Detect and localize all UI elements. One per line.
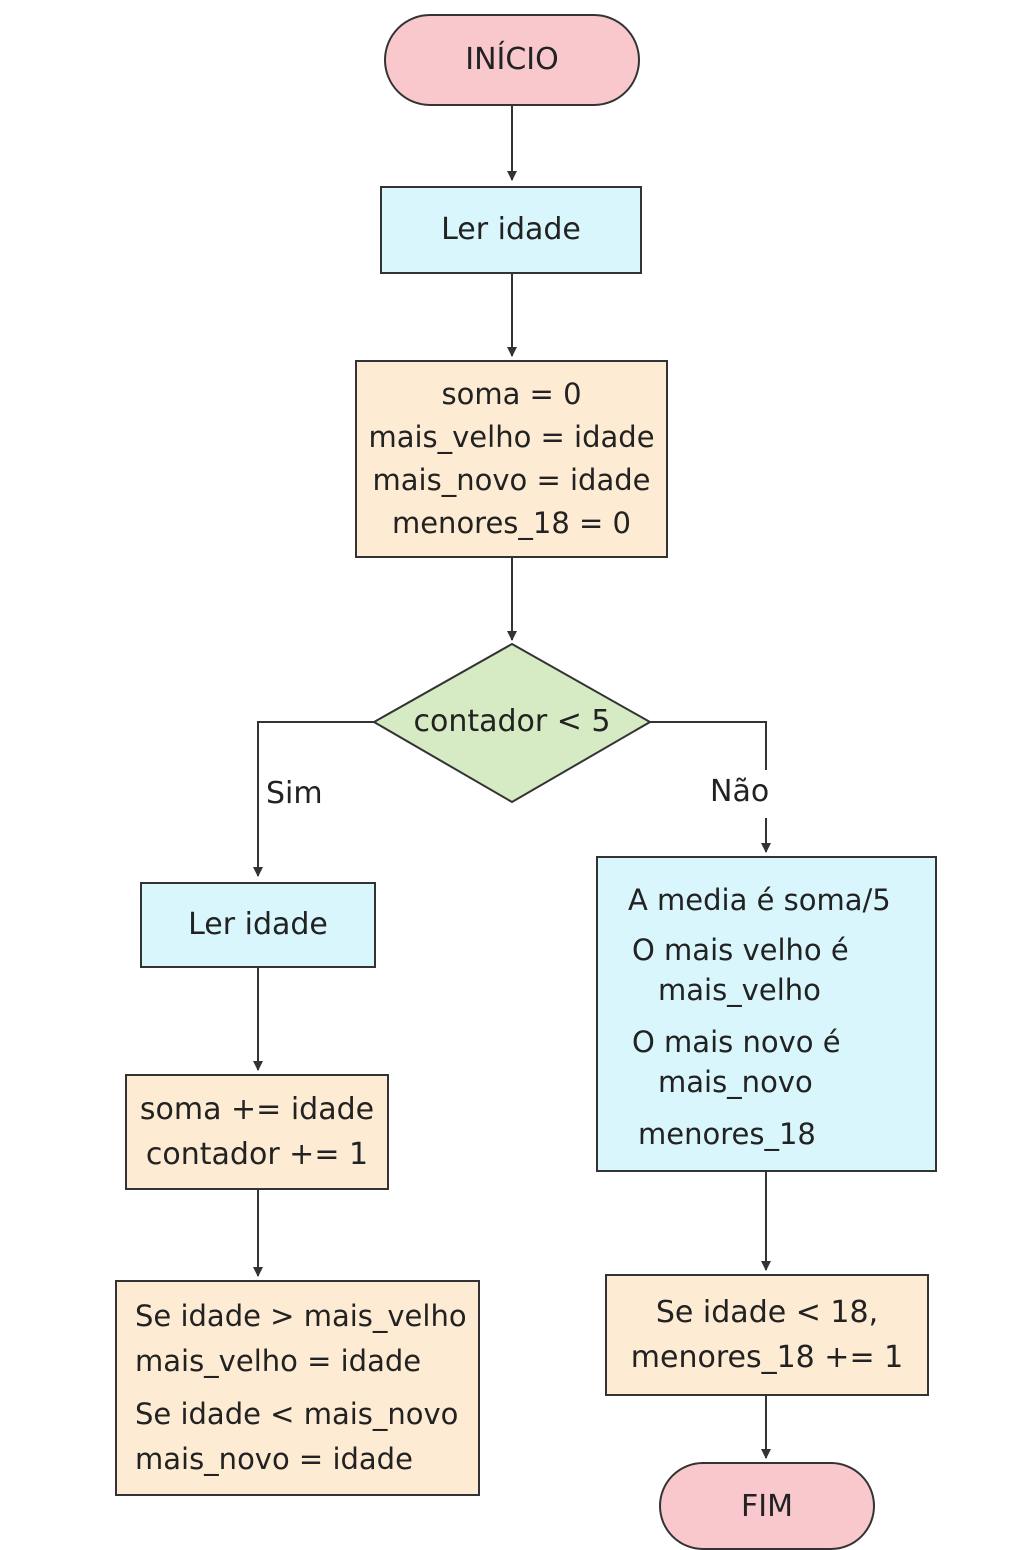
start-terminator: INÍCIO xyxy=(384,14,640,106)
start-label: INÍCIO xyxy=(465,42,559,77)
init-variables-box: soma = 0 mais_velho = idade mais_novo = … xyxy=(355,360,668,558)
output-line-6: menores_18 xyxy=(638,1117,816,1151)
under-18-line-1: Se idade < 18, xyxy=(655,1295,879,1330)
output-line-1: A media é soma/5 xyxy=(628,883,891,917)
under-18-box: Se idade < 18, menores_18 += 1 xyxy=(605,1274,929,1396)
branch-label-sim: Sim xyxy=(266,776,323,811)
input-read-age-box: Ler idade xyxy=(380,186,642,274)
decision-diamond xyxy=(371,642,653,804)
compare-age-box: Se idade > mais_velho mais_velho = idade… xyxy=(115,1280,480,1496)
init-line-3: mais_novo = idade xyxy=(372,463,651,497)
init-line-4: menores_18 = 0 xyxy=(391,506,632,540)
sum-line-2: contador += 1 xyxy=(145,1137,369,1172)
end-terminator: FIM xyxy=(659,1462,875,1550)
output-line-5: mais_novo xyxy=(658,1065,813,1099)
compare-line-4: mais_novo = idade xyxy=(135,1442,413,1476)
loop-read-age-box: Ler idade xyxy=(140,882,376,968)
loop-read-age-label: Ler idade xyxy=(188,907,328,942)
sum-update-box: soma += idade contador += 1 xyxy=(125,1074,389,1190)
input-read-age-label: Ler idade xyxy=(441,212,581,247)
compare-line-2: mais_velho = idade xyxy=(135,1344,422,1378)
init-line-1: soma = 0 xyxy=(441,377,582,411)
decision-label: contador < 5 xyxy=(413,704,611,739)
under-18-line-2: menores_18 += 1 xyxy=(630,1340,904,1375)
output-line-2: O mais velho é xyxy=(632,933,849,967)
sum-line-1: soma += idade xyxy=(139,1092,375,1127)
output-line-3: mais_velho xyxy=(658,973,821,1007)
compare-line-1: Se idade > mais_velho xyxy=(135,1299,467,1333)
arrow-sim-branch xyxy=(253,721,374,877)
arrow-nao-branch xyxy=(650,721,767,770)
output-line-4: O mais novo é xyxy=(632,1025,841,1059)
init-line-2: mais_velho = idade xyxy=(368,420,655,454)
branch-label-nao: Não xyxy=(710,774,770,809)
compare-line-3: Se idade < mais_novo xyxy=(135,1397,459,1431)
end-label: FIM xyxy=(741,1489,793,1524)
output-box: A media é soma/5 O mais velho é mais_vel… xyxy=(596,856,937,1172)
